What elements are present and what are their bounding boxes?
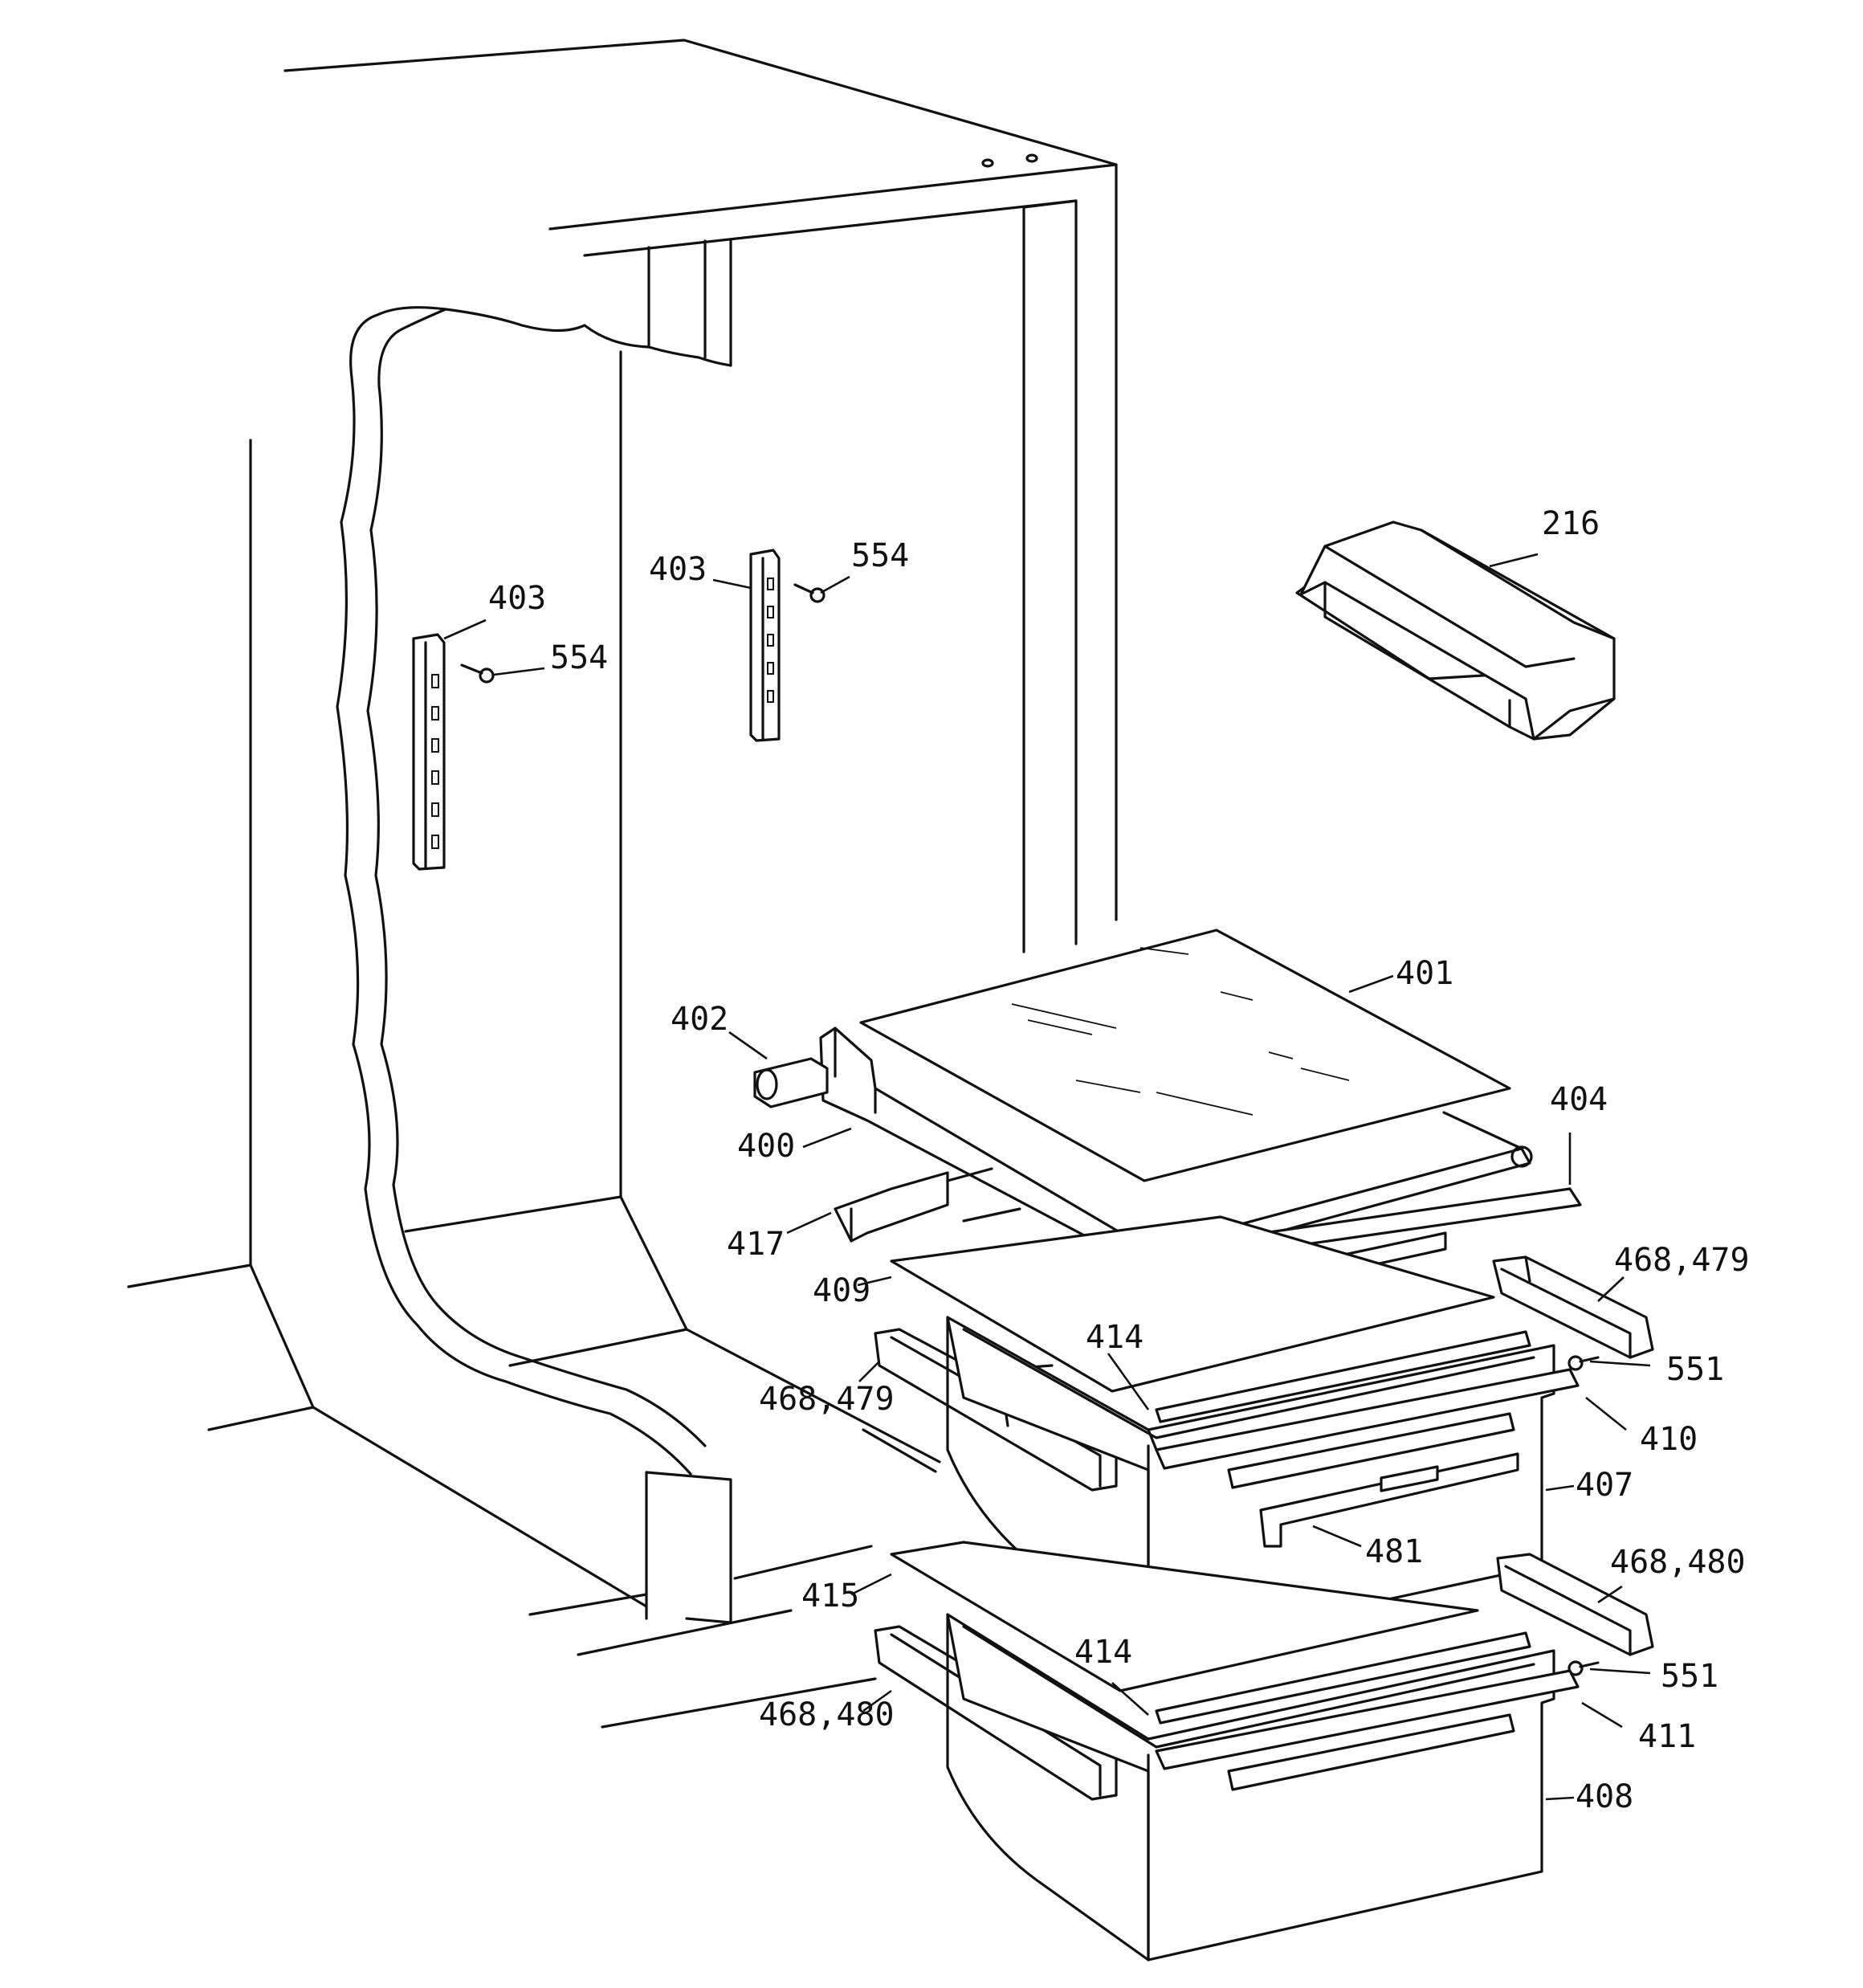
screw-icon [793, 583, 826, 603]
upper-crisper-drawer [946, 1316, 1580, 1652]
bracket [834, 1167, 1021, 1243]
callout-404: 404 [1550, 1081, 1608, 1118]
callout-468-480: 468,480 [759, 1696, 895, 1733]
callout-468-480: 468,480 [1610, 1544, 1746, 1581]
cabinet-outline [127, 39, 1118, 1729]
lower-crisper-drawer [946, 1613, 1580, 1961]
callout-551: 551 [1666, 1351, 1724, 1388]
callout-551: 551 [1661, 1658, 1718, 1695]
shelf-end-cap [753, 1057, 829, 1108]
callout-409: 409 [813, 1272, 870, 1309]
callout-554: 554 [851, 537, 909, 574]
callout-481: 481 [1365, 1533, 1423, 1570]
callout-402: 402 [671, 1001, 728, 1038]
callout-400: 400 [737, 1128, 795, 1165]
callout-408: 408 [1576, 1778, 1633, 1815]
callout-216: 216 [1542, 505, 1600, 542]
leader-lines [443, 553, 1651, 1801]
shelf-support-right [749, 549, 781, 742]
callout-403: 403 [649, 551, 707, 588]
screw-icon [460, 663, 495, 684]
callout-554: 554 [550, 639, 608, 676]
glass-shelf [859, 929, 1511, 1182]
cutaway-edge [336, 306, 707, 1476]
callout-labels: 216 403 554 403 554 401 402 400 404 417 … [488, 505, 1750, 1815]
callout-415: 415 [801, 1578, 859, 1614]
callout-468-479: 468,479 [759, 1381, 895, 1418]
callout-407: 407 [1576, 1467, 1633, 1504]
slide-rail-lower-right [1496, 1553, 1654, 1656]
callout-401: 401 [1396, 955, 1453, 992]
door-bin [1295, 520, 1616, 741]
callout-417: 417 [727, 1226, 785, 1263]
callout-414: 414 [1086, 1319, 1143, 1356]
crisper-cover [890, 1215, 1495, 1393]
callout-468-479: 468,479 [1614, 1242, 1750, 1279]
screw-icon [1567, 1355, 1600, 1371]
callout-414: 414 [1074, 1634, 1132, 1671]
lower-crisper-cover [890, 1541, 1479, 1692]
slide-rail-upper-right [1492, 1255, 1654, 1359]
shelf-support-left [412, 633, 446, 871]
callout-410: 410 [1640, 1421, 1698, 1458]
screw-icon [1567, 1660, 1600, 1676]
callout-411: 411 [1638, 1718, 1696, 1755]
callout-403: 403 [488, 580, 546, 617]
